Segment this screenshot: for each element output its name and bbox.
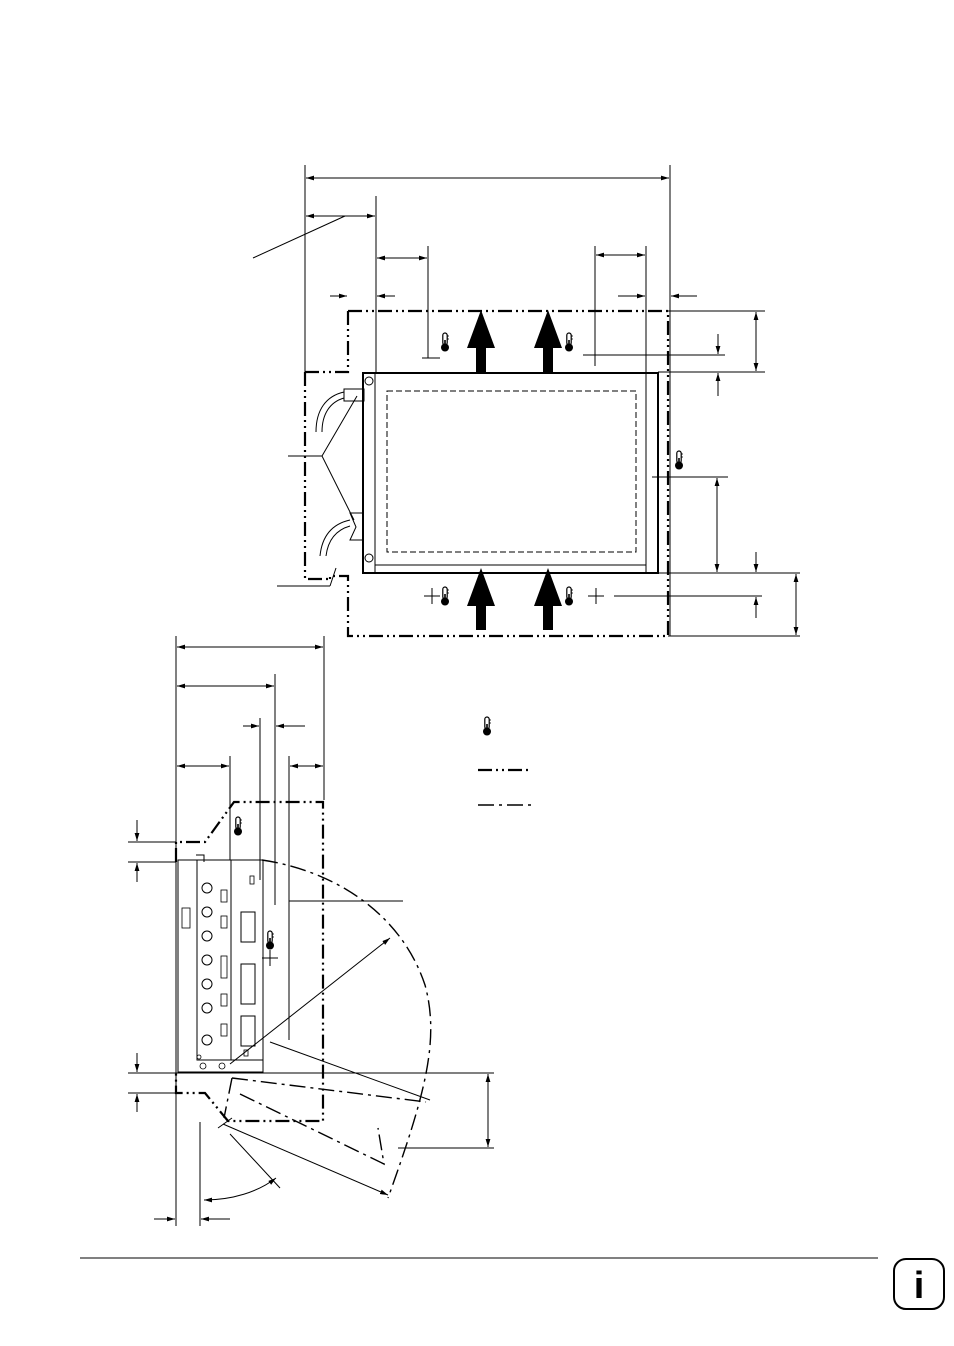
info-badge: i: [893, 1258, 945, 1310]
thermometer-icon: [674, 450, 684, 471]
side-width-dimensions: [175, 636, 325, 1226]
side-view: [128, 636, 494, 1226]
legend: [478, 716, 532, 806]
swung-door-outline: [223, 1077, 427, 1166]
legend-thermometer-icon: [482, 716, 492, 737]
thermometer-icon: [564, 332, 574, 353]
side-clearance-boundary: [174, 800, 325, 1123]
airflow-arrows: [467, 310, 562, 630]
side-left-dimensions: [128, 820, 494, 1147]
airflow-in-right-icon: [534, 568, 562, 630]
connector-bottom: [349, 512, 364, 541]
right-dimensions: [658, 310, 800, 637]
left-offset-dimension: [252, 196, 377, 372]
temperature-points: [424, 332, 762, 607]
opening-angle-arc: [203, 1177, 277, 1203]
info-letter: i: [914, 1265, 925, 1307]
thermometer-icon: [440, 332, 450, 353]
thermometer-icon: [564, 586, 574, 607]
door-swing-arc: [261, 859, 432, 1199]
overall-width-dimension: [304, 165, 671, 636]
device-front-panel: [177, 854, 264, 1073]
right-spacing-dimension: [583, 246, 725, 372]
thermometer-icon: [233, 816, 243, 837]
thermometer-icon: [440, 586, 450, 607]
device-housing: [277, 372, 659, 587]
top-view: [252, 165, 800, 638]
info-icon: i: [893, 1258, 945, 1310]
airflow-out-left-icon: [467, 310, 495, 372]
connector-top: [343, 388, 365, 402]
airflow-in-left-icon: [467, 568, 495, 630]
inlet-spacing-dimension: [377, 246, 440, 359]
thermometer-icon: [265, 930, 275, 951]
airflow-out-right-icon: [534, 310, 562, 372]
